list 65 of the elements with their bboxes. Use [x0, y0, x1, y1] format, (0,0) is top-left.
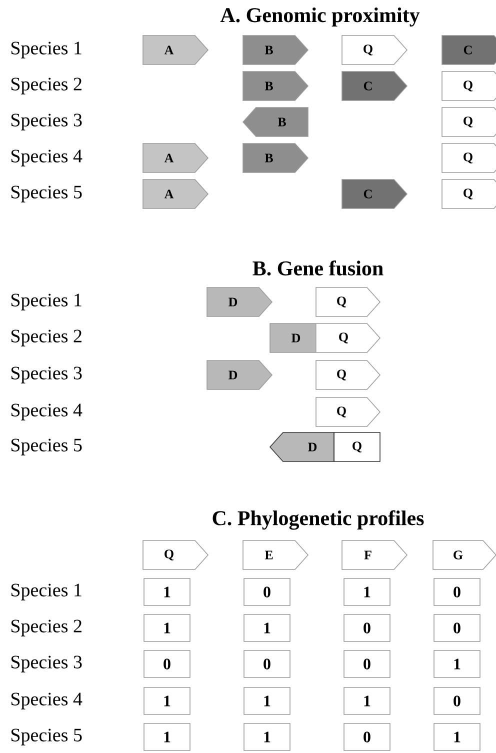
table-cell: 1 — [244, 723, 290, 751]
table-cell: 1 — [434, 723, 480, 751]
table-cell: 0 — [434, 578, 480, 606]
gene-block: Q — [442, 71, 496, 101]
gene-block: B — [242, 71, 309, 101]
gene-block: Q — [316, 287, 381, 317]
species-label: Species 1 — [11, 42, 82, 58]
species-label: Species 4 — [11, 150, 82, 166]
gene-block: B — [242, 35, 309, 65]
gene-block: D — [206, 287, 273, 317]
gene-block: B — [242, 107, 308, 137]
gene-block: C — [342, 179, 408, 209]
species-label: Species 5 — [11, 438, 82, 456]
species-label: Species 3 — [11, 656, 82, 672]
table-cell: 1 — [144, 614, 190, 642]
table-cell: 1 — [344, 578, 390, 606]
fused-gene-block: D Q — [269, 432, 380, 462]
gene-block: A — [142, 143, 209, 173]
species-label: Species 2 — [11, 78, 82, 94]
species-label: Species 1 — [11, 584, 82, 600]
table-cell: 1 — [344, 687, 390, 715]
table-cell: 0 — [344, 614, 390, 642]
table-cell: 0 — [434, 687, 480, 715]
table-cell: 1 — [144, 687, 190, 715]
species-label: Species 3 — [11, 366, 82, 384]
species-label: Species 5 — [11, 728, 82, 746]
node-label: Q — [352, 442, 362, 452]
species-label: Species 2 — [11, 620, 82, 636]
gene-block: B — [242, 143, 309, 173]
fused-gene-block: D Q — [270, 323, 381, 353]
species-label: Species 1 — [11, 294, 82, 310]
section-title: B. Gene fusion — [252, 260, 384, 276]
gene-block: Q — [342, 35, 408, 65]
gene-block: G — [432, 540, 496, 570]
table-cell: 0 — [144, 650, 190, 678]
table-cell: 0 — [434, 614, 480, 642]
table-cell: 0 — [244, 650, 290, 678]
gene-block: A — [142, 35, 209, 65]
gene-block: C — [442, 35, 496, 65]
species-label: Species 3 — [11, 114, 82, 130]
table-cell: 0 — [244, 578, 290, 606]
gene-block: Q — [142, 540, 209, 570]
species-label: Species 4 — [11, 692, 82, 710]
gene-block: C — [342, 71, 408, 101]
table-cell: 1 — [244, 614, 290, 642]
table-cell: 1 — [144, 578, 190, 606]
gene-block: A — [142, 179, 209, 209]
gene-block: Q — [442, 107, 496, 137]
species-label: Species 2 — [11, 330, 82, 346]
gene-block: Q — [442, 179, 496, 209]
table-cell: 1 — [244, 687, 290, 715]
gene-block: D — [206, 360, 273, 390]
table-cell: 1 — [144, 723, 190, 751]
table-cell: 0 — [344, 650, 390, 678]
species-label: Species 4 — [11, 404, 82, 420]
section-title: A. Genomic proximity — [220, 7, 420, 27]
gene-block: F — [342, 540, 408, 570]
species-label: Species 5 — [11, 186, 82, 202]
gene-block: Q — [316, 360, 381, 390]
gene-block: Q — [442, 143, 496, 173]
gene-block: Q — [316, 397, 381, 427]
gene-block: E — [242, 540, 309, 570]
section-title: C. Phylogenetic profiles — [212, 510, 424, 530]
table-cell: 1 — [434, 650, 480, 678]
table-cell: 0 — [344, 723, 390, 751]
